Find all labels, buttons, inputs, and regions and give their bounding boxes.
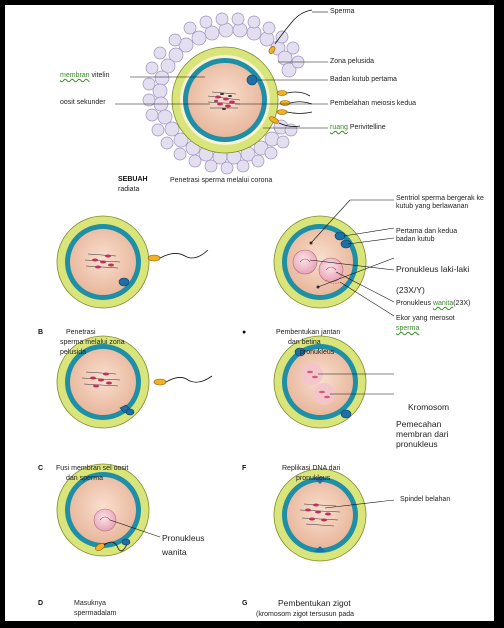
panel-e-caption-2: dan betina [288, 339, 321, 347]
panel-e-caption-3: pronukleus [300, 349, 334, 357]
panel-g-letter: G [242, 600, 247, 607]
panel-a-caption-2: radiata [118, 186, 139, 194]
panel-a-letter: SEBUAH [118, 176, 148, 183]
panel-f-caption-2: pronukleus [296, 475, 330, 483]
panel-d-caption-2: spermadalam [74, 610, 116, 618]
panel-a-caption-1: Penetrasi sperma melalui corona [170, 177, 272, 185]
label-male-pronucleus-1: Pronukleus laki-laki [396, 265, 469, 275]
panel-e-letter: ● [242, 329, 246, 336]
panel-f-letter: F [242, 465, 246, 472]
panel-b-caption-2: sperma melalui zona [60, 339, 125, 347]
label-polar-bodies: Pertama dan kedua badan kutub [396, 228, 462, 244]
label-degenerating-tail-word: sperma [396, 325, 419, 332]
panel-b-caption-1: Penetrasi [66, 329, 96, 337]
panel-f-caption-1: Replikasi DNA dari [282, 465, 340, 473]
label-centriole: Sentriol sperma bergerak ke kutub yang b… [396, 195, 496, 211]
label-cleavage-spindle: Spindel belahan [400, 496, 450, 504]
label-female-pronucleus-word-2: wanita [433, 300, 453, 307]
panel-b-egg [57, 216, 208, 308]
panel-c-letter: C [38, 465, 43, 472]
label-degenerating-tail-2: sperma [396, 325, 419, 333]
label-vitelline: membran vitelin [60, 72, 109, 80]
panel-a-egg [115, 10, 328, 174]
panel-b-letter: B [38, 329, 43, 336]
label-male-pronucleus-2: (23X/Y) [396, 286, 425, 296]
panel-g-caption-2: (kromosom zigot tersusun pada [256, 611, 354, 619]
panel-d-letter: D [38, 600, 43, 607]
label-female-pronucleus-word-3: (23X) [453, 300, 470, 307]
label-vitelline-word-1: membran [60, 72, 90, 79]
panel-e-caption-1: Pembentukan jantan [276, 329, 340, 337]
label-degenerating-tail-1: Ekor yang merosot [396, 315, 455, 323]
panel-d-caption-1: Masuknya [74, 600, 106, 608]
panel-c-caption-2: dan sperma [66, 475, 103, 483]
label-female-pronucleus-word-1: Pronukleus [396, 300, 431, 307]
label-perivitelline: ruang Perivitelline [330, 124, 386, 132]
label-sperm: Sperma [330, 8, 355, 16]
label-female-pronucleus: Pronukleus wanita(23X) [396, 300, 470, 308]
panel-g-caption-1: Pembentukan zigot [278, 599, 351, 609]
label-d-female-pronucleus-1: Pronukleus [162, 534, 205, 544]
label-perivitelline-word-1: ruang [330, 124, 348, 131]
panel-b-caption-3: pelusida [60, 349, 86, 357]
panel-c-caption-1: Fusi membran sel oosit [56, 465, 128, 473]
label-first-polar-body: Badan kutub pertama [330, 76, 397, 84]
label-meiosis: Pembelahan meiosis kedua [330, 100, 416, 108]
label-chromosome: Kromosom [408, 403, 449, 413]
label-membrane-breakdown: Pemecahan membran dari pronukleus [396, 420, 458, 449]
panel-e-egg [274, 200, 394, 316]
label-zona-pellucida: Zona pelusida [330, 58, 374, 66]
label-secondary-oocyte: oosit sekunder [60, 99, 106, 107]
label-perivitelline-word-2: Perivitelline [350, 124, 386, 131]
label-d-female-pronucleus-2: wanita [162, 548, 187, 558]
label-vitelline-word-2: vitelin [92, 72, 110, 79]
panel-g-egg [274, 469, 394, 561]
